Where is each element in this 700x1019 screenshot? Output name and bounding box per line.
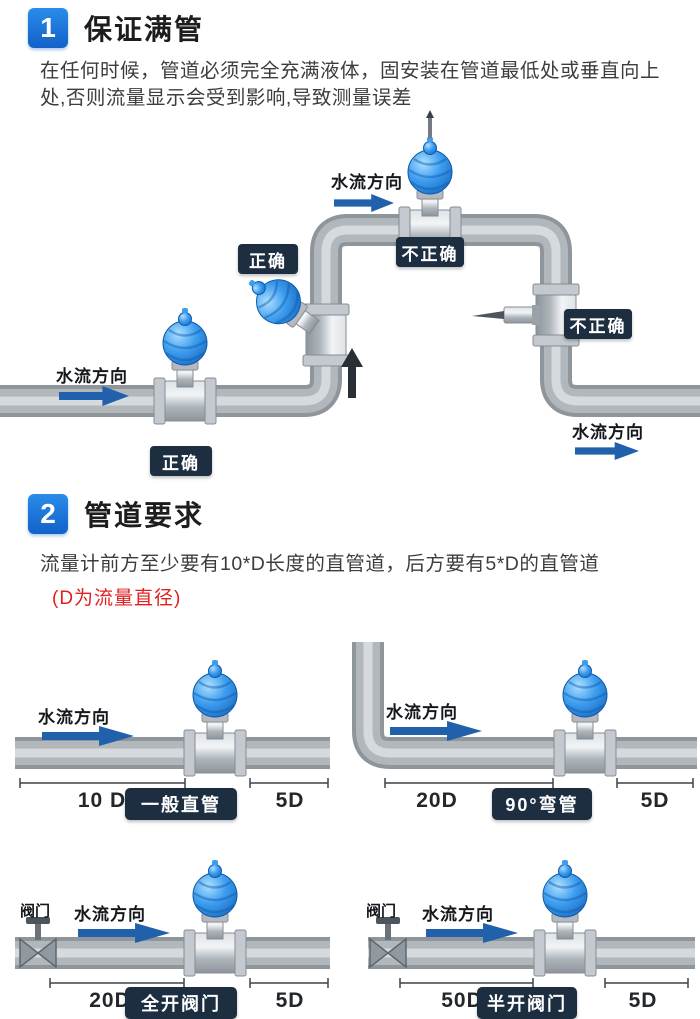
flowmeter-correct-horizontal [153,306,217,425]
dimension-front: 20D [416,789,458,812]
flow-direction-label: 水流方向 [386,703,458,722]
dimension-back: 5D [275,789,305,812]
incorrect-badge-top: 不正确 [396,237,464,267]
section1-header: 1 保证满管 [28,8,204,48]
section2-header: 2 管道要求 [28,494,204,534]
flow-direction-label: 水流方向 [422,905,494,924]
antenna-icon [426,110,434,118]
flowmeter-incorrect-top [398,110,462,254]
dimension-back: 5D [275,989,305,1012]
correct-badge-bottom: 正确 [150,446,212,476]
open-valve-diagram [15,858,330,988]
correct-badge-mid: 正确 [238,244,298,274]
flow-direction-label: 水流方向 [74,905,146,924]
dimension-back: 5D [628,989,658,1012]
flowmeter-incorrect-right [472,283,580,347]
dimension-front: 20D [89,989,131,1012]
flow-direction-label-top: 水流方向 [331,173,403,192]
incorrect-badge-right: 不正确 [564,309,632,339]
caption-half-valve: 半开阀门 [477,987,577,1019]
flow-direction-label-bottom-right: 水流方向 [572,423,644,442]
section2-body-text: 流量计前方至少要有10*D长度的直管道，后方要有5*D的直管道 [40,553,600,575]
dimension-front: 50D [441,989,483,1012]
valve-label: 阀门 [366,903,397,920]
dimension-back: 5D [640,789,670,812]
section2-title: 管道要求 [84,500,205,531]
up-flow-arrow-icon [341,348,363,398]
dimension-front: 10 D [77,789,127,812]
section2-number-badge: 2 [28,494,68,534]
half-valve-diagram [368,858,695,988]
caption-bend-pipe: 90°弯管 [492,788,592,820]
flow-direction-label-left: 水流方向 [56,367,128,386]
bend-pipe-diagram [352,642,697,788]
valve-label: 阀门 [20,903,51,920]
caption-open-valve: 全开阀门 [125,987,237,1019]
section1-number-badge: 1 [28,8,68,48]
straight-pipe-diagram [15,658,330,788]
caption-straight-pipe: 一般直管 [125,788,237,820]
probe-tip-icon [472,311,504,319]
section1-title: 保证满管 [84,14,205,45]
section2-note-red: (D为流量直径) [52,588,182,609]
section1-body-text: 在任何时候，管道必须完全充满液体，固安装在管道最低处或垂直向上处,否则流量显示会… [40,60,661,109]
flow-direction-label: 水流方向 [38,708,110,727]
